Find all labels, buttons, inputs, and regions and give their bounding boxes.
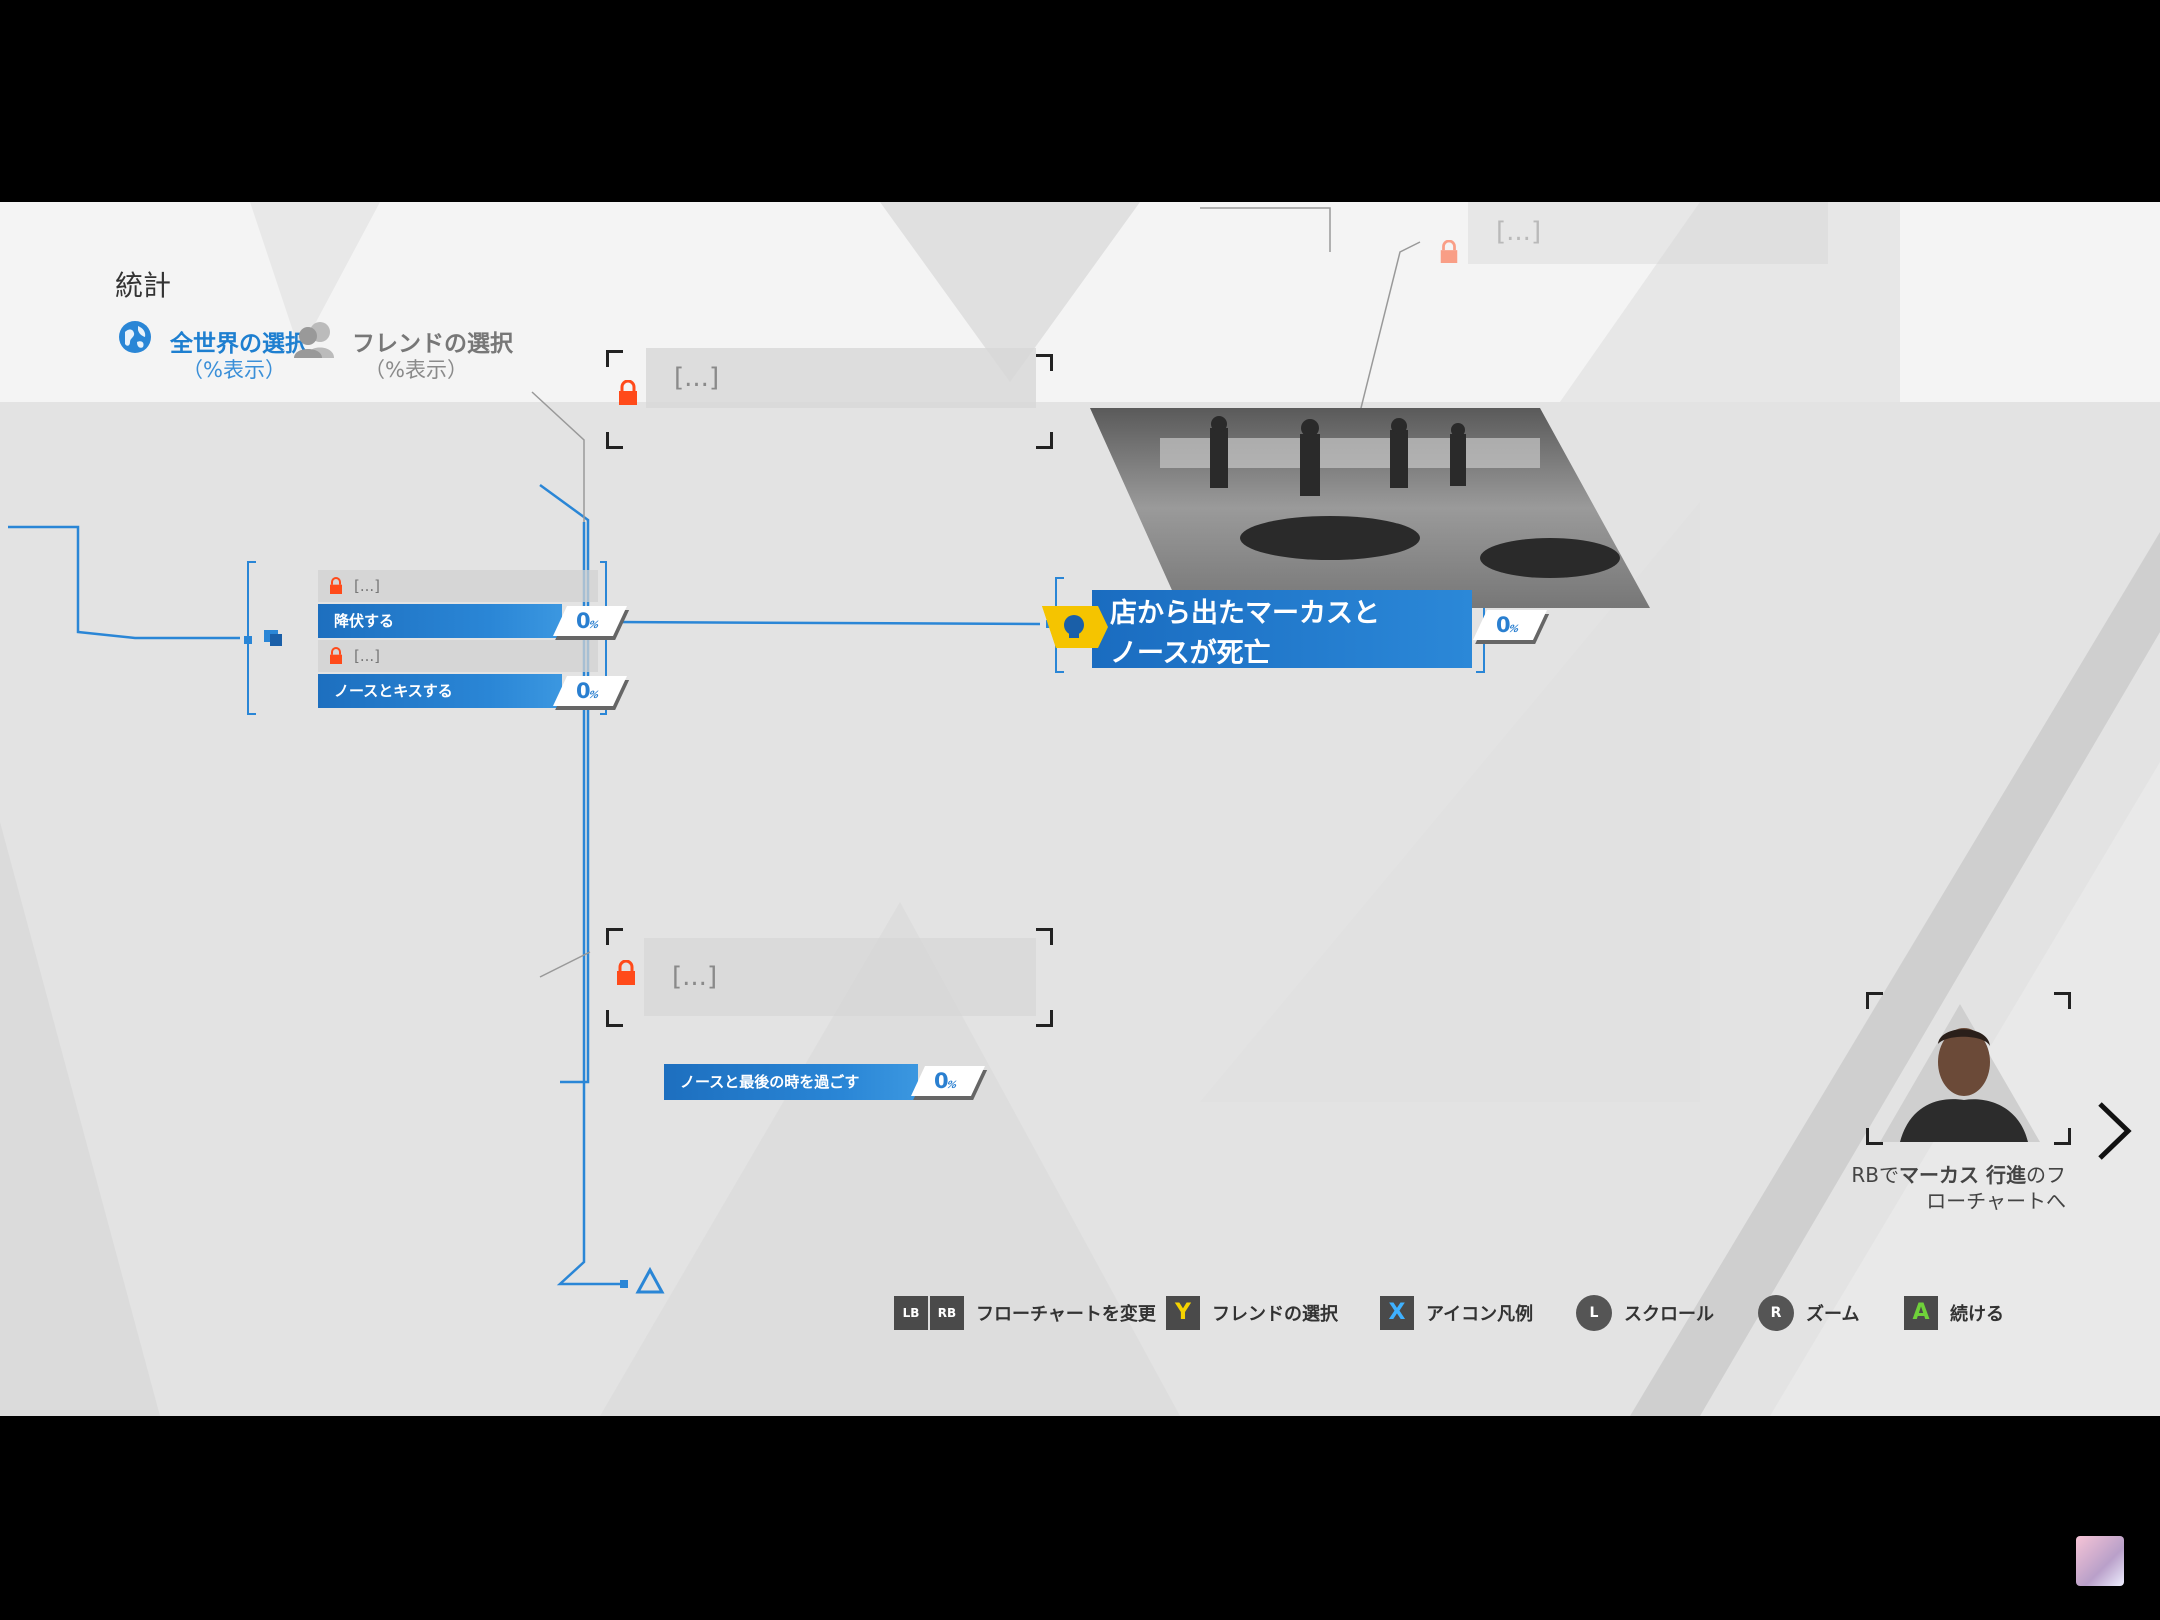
corner-marker (1866, 1128, 1883, 1145)
corner-marker (606, 350, 623, 367)
corner-marker (1036, 1010, 1053, 1027)
rb-key-icon: RB (930, 1296, 964, 1330)
percent-value: 0 (576, 609, 591, 633)
marcus-portrait[interactable] (1880, 1004, 2040, 1142)
choice-surrender[interactable]: 降伏する (318, 604, 562, 638)
button-label: フローチャートを変更 (976, 1304, 1156, 1325)
lock-icon (330, 577, 342, 594)
locked-choice-row[interactable]: [...] (318, 640, 598, 672)
world-choices-sub: （%表示） (182, 358, 286, 382)
chevron-right-icon[interactable] (2092, 1098, 2136, 1164)
locked-choice-label: [...] (672, 962, 718, 992)
choice-label: 降伏する (334, 612, 395, 630)
lock-icon (617, 960, 635, 985)
locked-choice-top[interactable]: [...] (646, 348, 1036, 408)
locked-choice-upper-right[interactable]: [...] (1468, 202, 1828, 264)
corner-marker (606, 928, 623, 945)
choice-label: ノースと最後の時を過ごす (680, 1073, 860, 1091)
top-letterbox (0, 0, 2160, 202)
locked-choice-middle[interactable]: [...] (644, 938, 1036, 1016)
skull-icon (1042, 606, 1108, 648)
button-label: ズーム (1806, 1304, 1860, 1325)
next-chart-hint: RBでマーカス 行進のフ ローチャートへ (1840, 1162, 2066, 1214)
scroll-button[interactable]: L スクロール (1576, 1295, 1714, 1331)
corner-marker (1036, 432, 1053, 449)
change-flowchart-button[interactable]: LB RB フローチャートを変更 (894, 1295, 1156, 1331)
event-thumbnail[interactable] (1090, 408, 1650, 608)
left-stick-icon: L (1576, 1295, 1612, 1331)
lock-icon (330, 647, 342, 664)
hint-chapter: マーカス 行進 (1899, 1163, 2026, 1187)
friend-choices-button[interactable]: Y フレンドの選択 (1166, 1295, 1338, 1331)
choice-kiss-north[interactable]: ノースとキスする (318, 674, 562, 708)
right-stick-icon: R (1758, 1295, 1794, 1331)
y-key-icon: Y (1166, 1296, 1200, 1330)
corner-marker (1036, 354, 1053, 371)
locked-choice-row[interactable]: [...] (318, 570, 598, 602)
hint-text: のフ (2026, 1163, 2066, 1187)
hint-text: RBで (1851, 1163, 1900, 1187)
event-title-line: 店から出たマーカスと (1110, 598, 1380, 629)
button-label: 続ける (1950, 1304, 2004, 1325)
continue-button[interactable]: A 続ける (1904, 1295, 2004, 1331)
lb-key-icon: LB (894, 1296, 928, 1330)
streamer-avatar (2076, 1536, 2124, 1586)
world-choices-tab[interactable]: 全世界の選択 (170, 331, 308, 357)
choice-label: [...] (354, 647, 381, 665)
choice-label: [...] (354, 577, 381, 595)
percent-value: 0 (1496, 613, 1511, 637)
percent-value: 0 (576, 679, 591, 703)
icon-legend-button[interactable]: X アイコン凡例 (1380, 1295, 1533, 1331)
percent-value: 0 (934, 1069, 949, 1093)
hint-text: ローチャートへ (1926, 1189, 2066, 1213)
choice-last-moments-north[interactable]: ノースと最後の時を過ごす (664, 1064, 918, 1100)
a-key-icon: A (1904, 1296, 1938, 1330)
corner-marker (2054, 1128, 2071, 1145)
event-title[interactable]: 店から出たマーカスと ノースが死亡 (1092, 590, 1472, 669)
corner-marker (2054, 992, 2071, 1009)
bottom-letterbox (0, 1416, 2160, 1620)
button-label: アイコン凡例 (1426, 1304, 1534, 1325)
lock-icon (1440, 240, 1458, 263)
flowchart-screen[interactable]: 統計 全世界の選択 （%表示） フレンドの選択 （%表示） [...] [...… (0, 202, 2160, 1416)
globe-icon[interactable] (118, 320, 152, 354)
corner-marker (1036, 928, 1053, 945)
button-label: スクロール (1624, 1304, 1714, 1325)
corner-marker (606, 432, 623, 449)
button-label: フレンドの選択 (1212, 1304, 1338, 1325)
friend-choices-tab[interactable]: フレンドの選択 (352, 331, 513, 357)
flowchart-background (0, 202, 2160, 1416)
friends-icon[interactable] (292, 318, 338, 358)
stats-title: 統計 (115, 269, 172, 302)
zoom-button[interactable]: R ズーム (1758, 1295, 1859, 1331)
lock-icon (619, 380, 637, 405)
locked-choice-label: [...] (674, 363, 720, 393)
corner-marker (1866, 992, 1883, 1009)
choice-label: ノースとキスする (334, 682, 453, 700)
x-key-icon: X (1380, 1296, 1414, 1330)
corner-marker (606, 1010, 623, 1027)
friend-choices-sub: （%表示） (364, 358, 468, 382)
event-title-line: ノースが死亡 (1110, 638, 1271, 669)
locked-choice-label: [...] (1496, 217, 1542, 247)
